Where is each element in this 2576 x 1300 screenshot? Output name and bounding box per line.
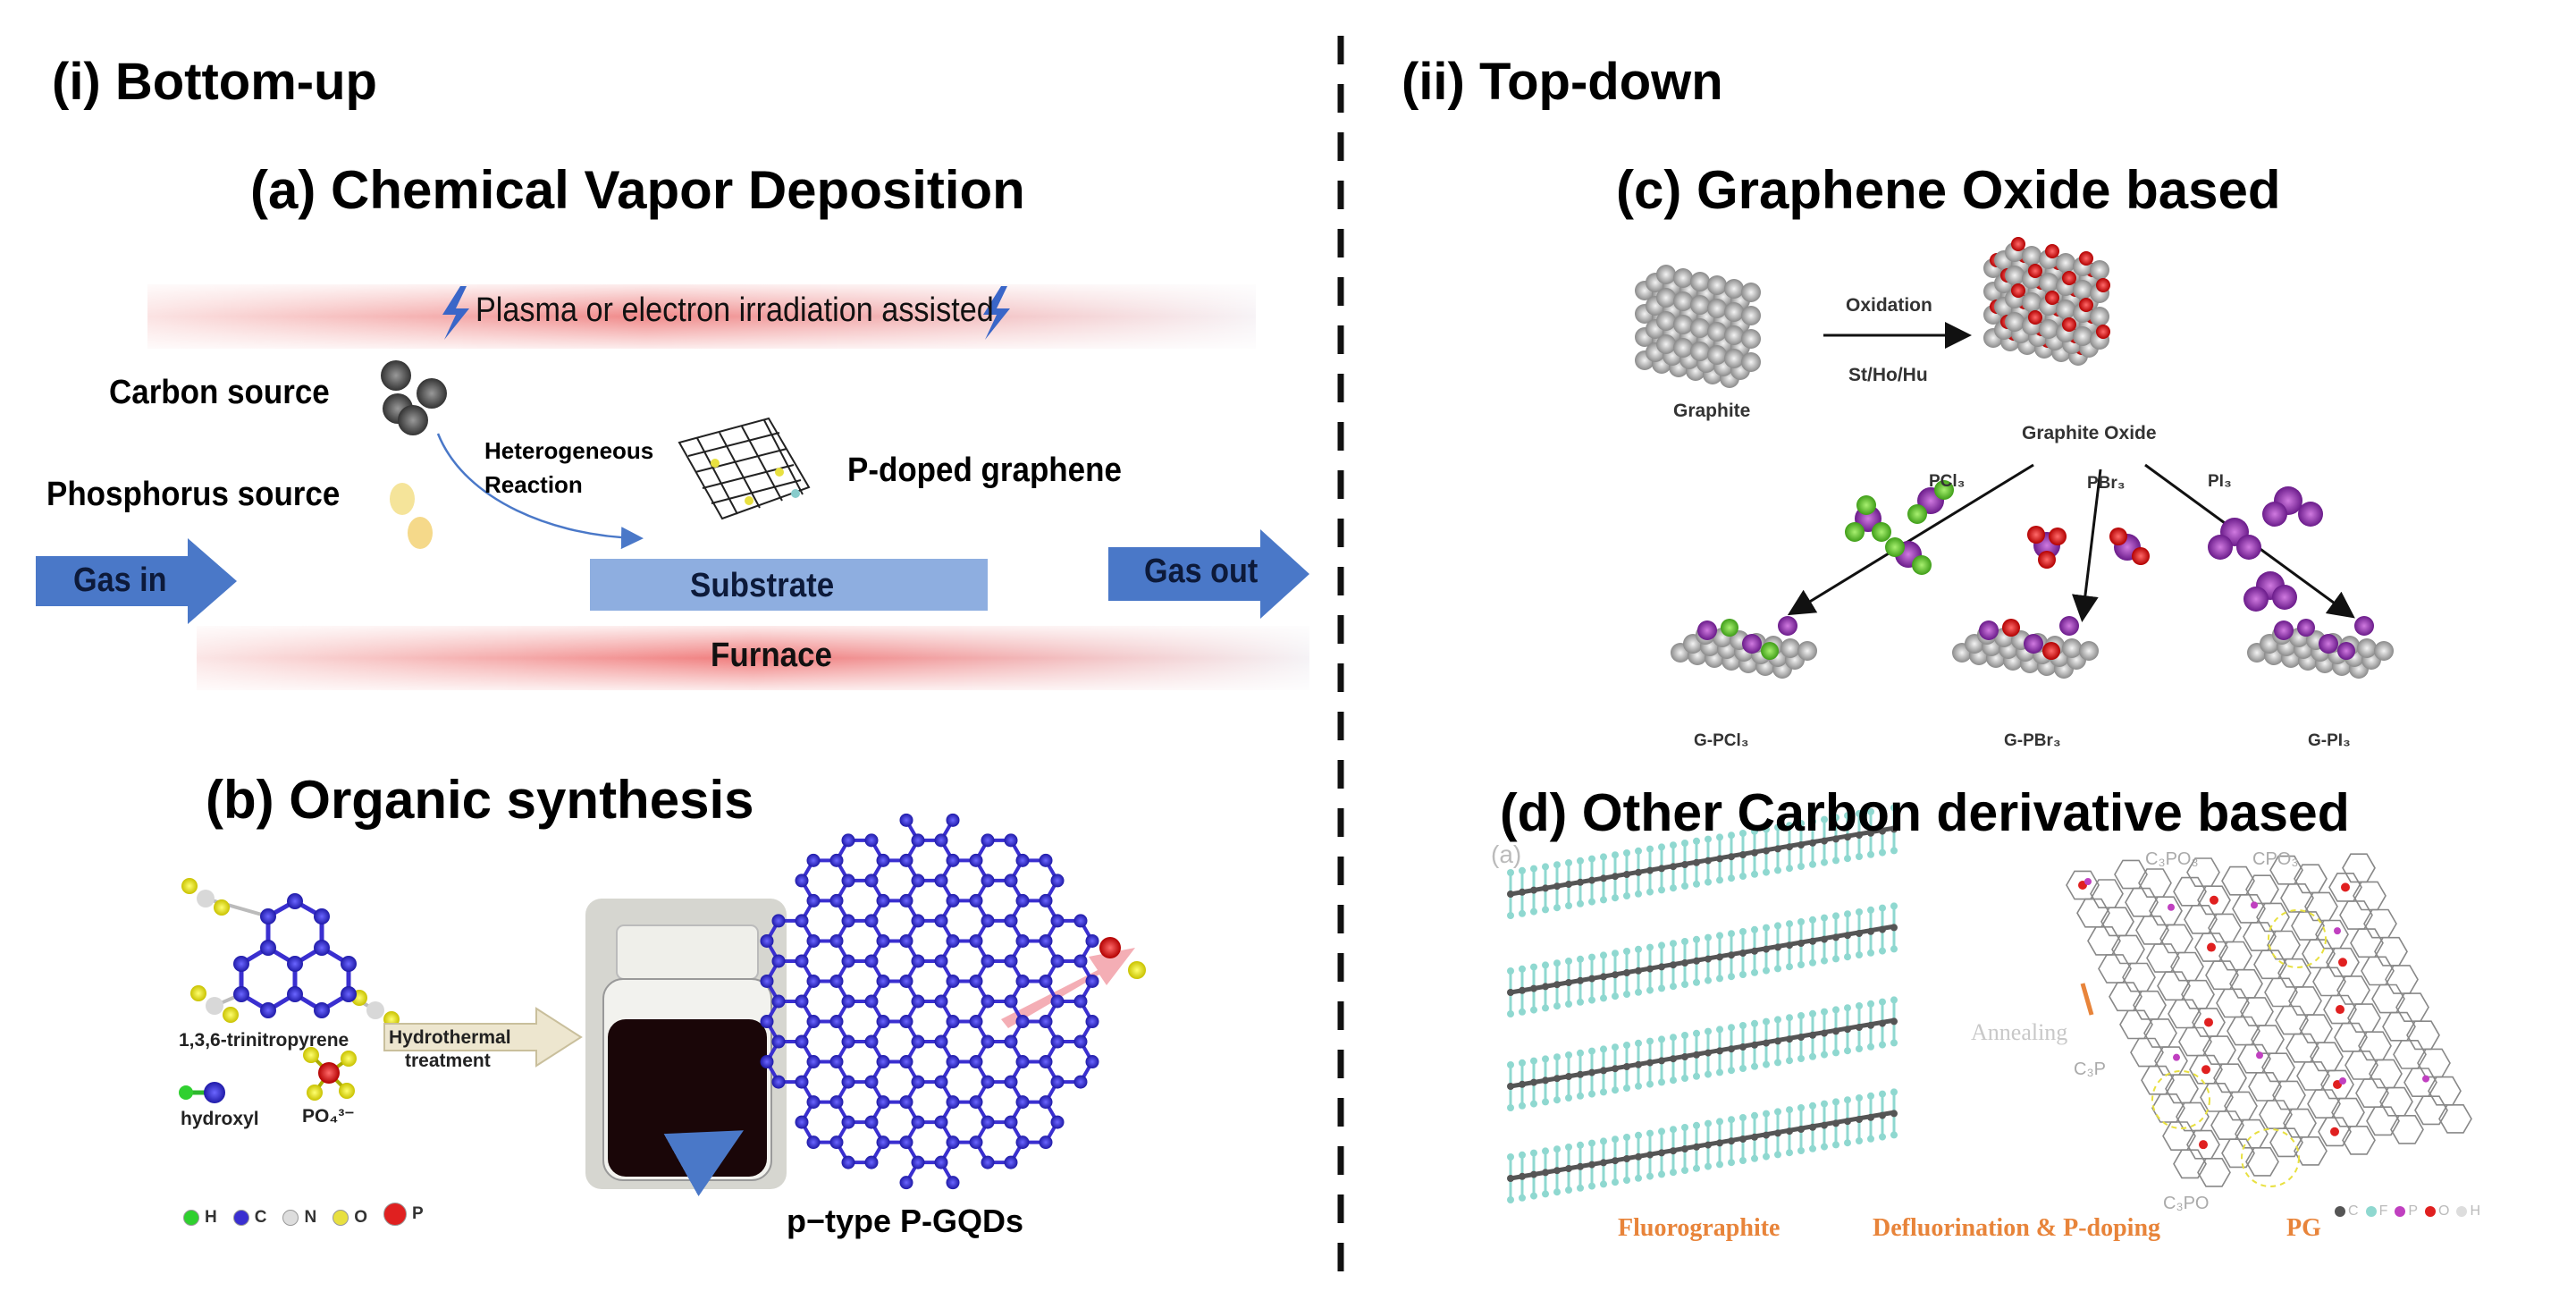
substrate — [590, 559, 988, 611]
pg-lattice — [2066, 853, 2472, 1187]
gas-in-label: Gas in — [73, 561, 167, 599]
legend-label: N — [304, 1208, 317, 1227]
graphene-oxide-title: (c) Graphene Oxide based — [1616, 160, 2281, 220]
g-pbr3-label: G-PBr₃ — [2004, 731, 2061, 750]
carbon-source-label: Carbon source — [109, 374, 330, 411]
reaction-arrow — [436, 433, 644, 550]
hydrothermal-label: Hydrothermal treatment — [389, 1027, 511, 1071]
legend-label: P — [2408, 1203, 2419, 1219]
gas-out-label: Gas out — [1144, 553, 1259, 590]
atom-dot-icon — [232, 1210, 249, 1226]
organic-synthesis-title: (b) Organic synthesis — [206, 770, 754, 830]
trinitropyrene-label: 1,3,6-trinitropyrene — [179, 1030, 349, 1051]
legend-item: H — [2456, 1203, 2480, 1220]
lightning-icon — [442, 286, 469, 340]
legend-label: C — [2348, 1203, 2359, 1219]
graphite-label: Graphite — [1673, 401, 1751, 421]
legend-label: H — [2470, 1203, 2481, 1219]
pi3-label: PI₃ — [2208, 472, 2232, 491]
atom-dot-icon — [2365, 1206, 2377, 1217]
reaction-label: Heterogeneous Reaction — [484, 437, 654, 498]
graphene-flake — [678, 417, 811, 520]
pcl3-molecules — [1845, 480, 1954, 575]
legend-item: P — [2395, 1203, 2418, 1220]
p-doped-graphene-label: P-doped graphene — [847, 452, 1122, 489]
atom-dot-icon — [383, 1203, 407, 1226]
hydrothermal-arrow — [383, 1007, 583, 1068]
atom-dot-icon — [2395, 1206, 2406, 1217]
p-gqds-label: p−type P-GQDs — [787, 1203, 1024, 1239]
legend-item: P — [383, 1203, 424, 1226]
method-label: St/Ho/Hu — [1848, 365, 1928, 385]
pbr3-molecules — [2027, 526, 2150, 569]
atom-dot-icon — [282, 1210, 299, 1226]
legend-label: C — [254, 1208, 267, 1227]
gas-in-arrow — [36, 538, 237, 624]
phosphorus-source-label: Phosphorus source — [46, 476, 341, 513]
legend-label: O — [2438, 1203, 2450, 1219]
pg-label: PG — [2286, 1214, 2321, 1242]
legend-item: H — [183, 1208, 217, 1228]
c3po-label: C₃PO — [2163, 1194, 2210, 1213]
legend-label: H — [205, 1208, 217, 1227]
panel-tag: (a) — [1491, 840, 1522, 868]
fluorographite-label: Fluorographite — [1618, 1214, 1780, 1242]
legend-item: O — [2425, 1203, 2449, 1220]
hydroxyl-label: hydroxyl — [181, 1109, 259, 1129]
atom-dot-icon — [2335, 1206, 2345, 1217]
p-gqd-lattice — [760, 813, 1146, 1190]
carbon-derivative-title: (d) Other Carbon derivative based — [1500, 783, 2350, 842]
legend-item: F — [2365, 1203, 2388, 1220]
legend-item: O — [333, 1208, 367, 1228]
c3p-label: C₃P — [2074, 1059, 2106, 1079]
top-down-heading: (ii) Top-down — [1402, 53, 1723, 111]
atom-dot-icon — [333, 1210, 349, 1226]
gas-out-arrow — [1108, 529, 1309, 619]
plasma-label: Plasma or electron irradiation assisted — [476, 291, 994, 329]
furnace-label: Furnace — [711, 637, 833, 674]
graphite-block — [1635, 237, 2394, 679]
legend-label: O — [354, 1208, 367, 1227]
annealing-label: Annealing — [1971, 1019, 2068, 1045]
pcl3-label: PCl₃ — [1929, 472, 1966, 491]
pbr3-label: PBr₃ — [2087, 474, 2126, 493]
c3po3-label: C₃PO₃ — [2145, 849, 2199, 869]
legend-item: C — [232, 1208, 267, 1228]
pi3-molecules — [2208, 486, 2323, 612]
cpo3-label: CPO₃ — [2252, 849, 2299, 869]
g-pcl3-label: G-PCl₃ — [1694, 731, 1749, 750]
atom-dot-icon — [2425, 1206, 2437, 1217]
cvd-title: (a) Chemical Vapor Deposition — [250, 160, 1025, 220]
g-pi3-label: G-PI₃ — [2308, 731, 2351, 750]
atom-dot-icon — [183, 1210, 199, 1226]
legend-label: F — [2378, 1203, 2388, 1219]
substrate-label: Substrate — [690, 567, 835, 604]
atom-dot-icon — [2456, 1206, 2468, 1217]
legend-item: C — [2335, 1203, 2359, 1220]
bottom-up-heading: (i) Bottom-up — [52, 53, 377, 111]
lightning-icon — [983, 286, 1010, 340]
fluorographite-layers — [1507, 804, 1898, 1203]
vial-image — [585, 899, 787, 1197]
graphite-oxide-label: Graphite Oxide — [2022, 423, 2157, 443]
oxidation-label: Oxidation — [1846, 295, 1932, 316]
legend-item: N — [282, 1208, 316, 1228]
legend-label: P — [411, 1204, 424, 1223]
defluorination-label: Defluorination & P-doping — [1873, 1214, 2161, 1242]
phosphate-label: PO₄³⁻ — [302, 1106, 355, 1127]
trinitropyrene-molecule — [181, 878, 400, 1027]
